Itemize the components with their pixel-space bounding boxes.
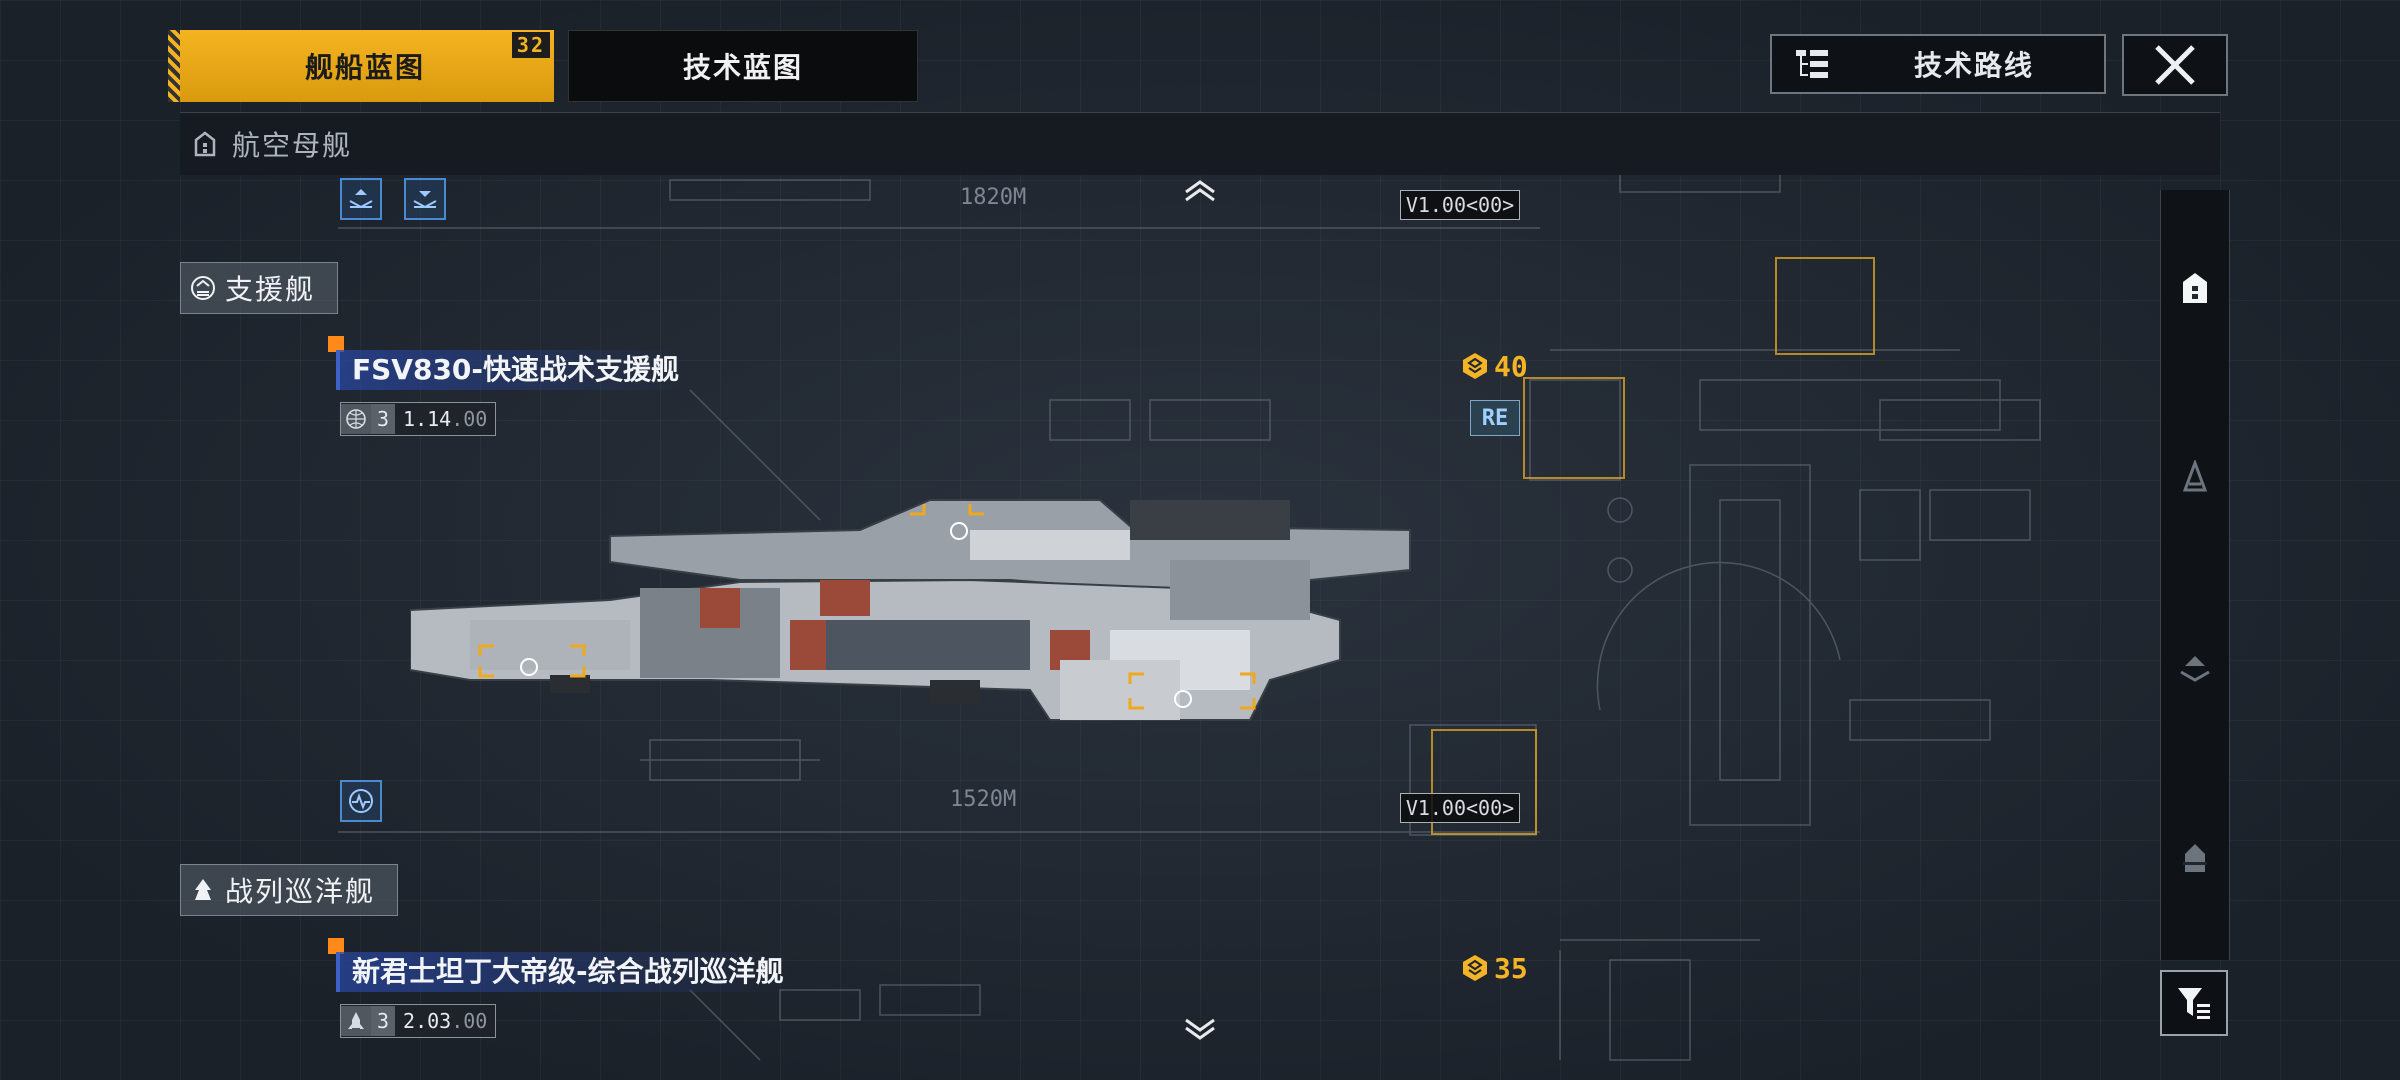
blueprint-count-badge: 32 — [511, 32, 550, 58]
ship-hotspot-2[interactable] — [520, 658, 538, 676]
tool-button-2[interactable] — [404, 178, 446, 220]
filter-icon — [2178, 988, 2210, 1019]
ship-version-constantine: 3 2.03.00 — [340, 1004, 497, 1038]
blueprint-distance-mid: 1520M — [950, 787, 1016, 812]
category-label: 航空母舰 — [232, 129, 353, 162]
ship-cost-value-2: 35 — [1494, 951, 1528, 985]
ship-version-sub: .00 — [451, 407, 488, 431]
tab-tech-blueprint-label: 技术蓝图 — [682, 51, 803, 84]
tab-ship-blueprint[interactable]: 舰船蓝图 32 — [168, 30, 554, 102]
version-tag-top: V1.00<00> — [1400, 190, 1520, 220]
support-ship-icon — [191, 276, 215, 300]
tool-button-3[interactable] — [340, 780, 382, 822]
rocket-icon — [341, 1006, 371, 1036]
ship-hotspot-1[interactable] — [950, 522, 968, 540]
tech-route-button[interactable]: 技术路线 — [1770, 34, 2106, 94]
scroll-down-icon[interactable] — [1182, 1018, 1218, 1042]
close-button[interactable] — [2122, 34, 2228, 96]
ship-cost-constantine: 35 — [1460, 948, 1528, 988]
ship-cost-value: 40 — [1494, 349, 1528, 383]
new-marker-2 — [328, 938, 344, 954]
ship-version-sub-2: .00 — [451, 1009, 488, 1033]
ship-version-fsv830: 3 1.14.00 — [340, 402, 497, 436]
cost-coin-icon — [1463, 353, 1487, 379]
ship-version-tier-2: 3 — [371, 1006, 396, 1036]
blueprint-distance-top: 1820M — [960, 185, 1026, 210]
section-battlecruiser[interactable]: 战列巡洋舰 — [180, 864, 399, 916]
pulse-icon — [349, 789, 373, 813]
ship-cost-fsv830: 40 — [1460, 346, 1528, 386]
ship-version-number-2: 2.03.00 — [395, 1009, 495, 1033]
ship-version-number: 1.14.00 — [395, 407, 495, 431]
close-icon — [2155, 45, 2195, 85]
tool-button-1[interactable] — [340, 178, 382, 220]
version-tag-mid: V1.00<00> — [1400, 793, 1520, 823]
carrier-icon — [194, 131, 216, 157]
battlecruiser-icon — [195, 879, 211, 900]
re-badge: RE — [1470, 400, 1520, 436]
cruiser-icon[interactable] — [2177, 840, 2213, 876]
carrier-icon[interactable] — [2177, 270, 2213, 306]
layers-down-icon — [413, 191, 437, 209]
ship-hotspot-3[interactable] — [1174, 690, 1192, 708]
ship-class-rail — [2160, 190, 2230, 960]
tab-stripe-decoration — [168, 30, 180, 102]
ship-name-fsv830[interactable]: FSV830-快速战术支援舰 — [336, 350, 690, 390]
ship-version-tier: 3 — [371, 404, 396, 434]
section-support-ship-label: 支援舰 — [225, 273, 316, 306]
ship-name-constantine[interactable]: 新君士坦丁大帝级-综合战列巡洋舰 — [336, 952, 794, 992]
new-marker — [328, 336, 344, 352]
tech-route-label: 技术路线 — [1914, 49, 2035, 82]
globe-icon — [341, 404, 371, 434]
frigate-icon[interactable] — [2177, 460, 2213, 496]
section-support-ship[interactable]: 支援舰 — [180, 262, 339, 314]
destroyer-icon[interactable] — [2177, 650, 2213, 686]
layers-up-icon — [349, 189, 373, 209]
tab-tech-blueprint[interactable]: 技术蓝图 — [568, 30, 918, 102]
scroll-up-icon[interactable] — [1182, 178, 1218, 202]
tree-list-icon — [1796, 50, 1828, 78]
ship-version-main: 1.14 — [403, 407, 452, 431]
category-bar[interactable]: 航空母舰 — [180, 112, 2220, 175]
section-battlecruiser-label: 战列巡洋舰 — [225, 875, 376, 908]
ship-version-main-2: 2.03 — [403, 1009, 452, 1033]
tab-ship-blueprint-label: 舰船蓝图 — [304, 51, 425, 84]
cost-coin-icon-2 — [1463, 955, 1487, 981]
ship-model-fsv830[interactable] — [410, 470, 1420, 730]
filter-button[interactable] — [2160, 970, 2228, 1036]
